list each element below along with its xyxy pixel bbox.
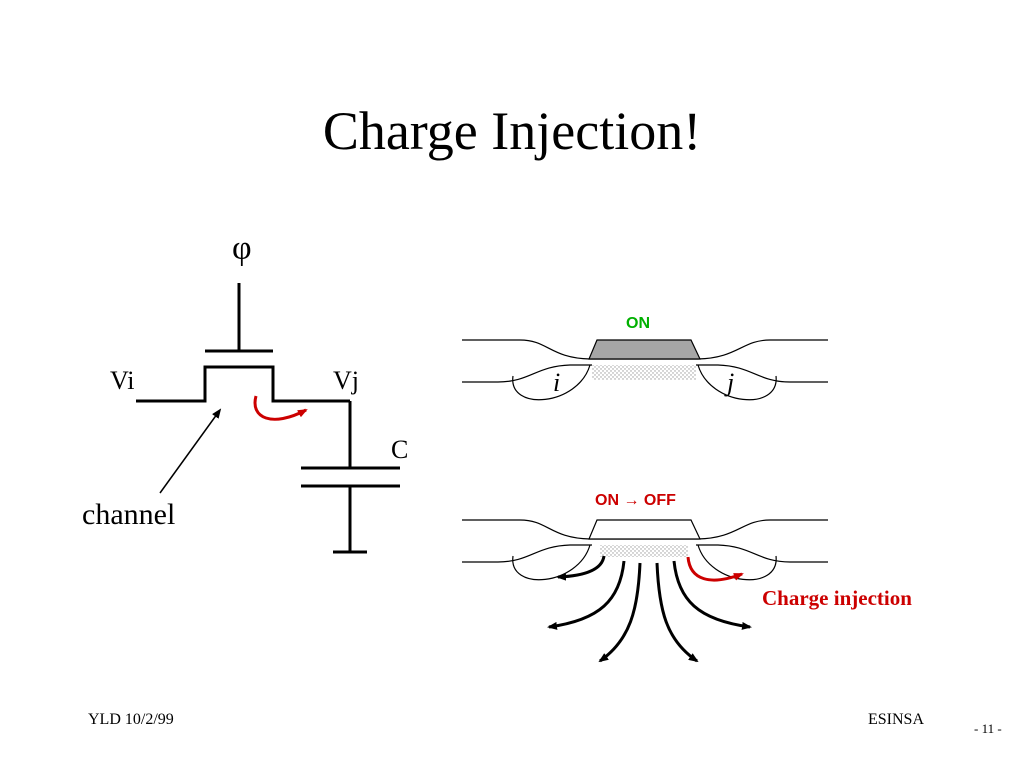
drain-region-label: j — [727, 368, 735, 397]
transistor-channel-wire — [136, 365, 350, 403]
injection-arrow — [547, 560, 626, 630]
channel-label: channel — [82, 498, 176, 531]
source-diffusion — [512, 544, 591, 581]
charge-injection-label: Charge injection — [762, 586, 912, 610]
channel-pointer-arrow — [159, 408, 222, 494]
cross-section-on — [462, 339, 828, 401]
on-state-label: ON — [626, 315, 650, 332]
input-node-label: Vi — [110, 366, 135, 395]
turnoff-state-label: ON → OFF — [595, 492, 676, 509]
oxide-bottom-right — [696, 364, 828, 383]
capacitor-label: C — [391, 435, 409, 464]
inversion-channel — [592, 365, 696, 380]
drain-injection-arrow — [686, 556, 744, 582]
injection-arrow — [556, 555, 606, 581]
gate-poly — [588, 339, 701, 360]
oxide-bottom-left — [462, 544, 592, 563]
source-region-label: i — [553, 368, 561, 397]
oxide-bottom-right — [696, 544, 828, 563]
source-diffusion — [512, 364, 591, 401]
substrate-injection-arrows — [547, 555, 752, 663]
mos-switch-schematic — [136, 283, 400, 554]
page-number: - 11 - — [974, 721, 1002, 736]
injection-arrow — [655, 562, 699, 663]
oxide-bottom-left — [462, 364, 592, 383]
injection-arrow — [672, 560, 752, 630]
gate-poly — [588, 519, 701, 540]
gate-phi-label: φ — [232, 230, 252, 267]
slide-title: Charge Injection! — [322, 101, 702, 161]
footer-institution: ESINSA — [868, 711, 925, 728]
schematic-injection-arrow — [253, 395, 308, 421]
residual-channel-charge — [600, 545, 688, 557]
output-node-label: Vj — [333, 366, 359, 395]
injection-arrow — [598, 562, 642, 663]
footer-author-date: YLD 10/2/99 — [88, 711, 174, 728]
drain-diffusion — [697, 364, 777, 401]
cross-section-turnoff — [462, 519, 828, 581]
